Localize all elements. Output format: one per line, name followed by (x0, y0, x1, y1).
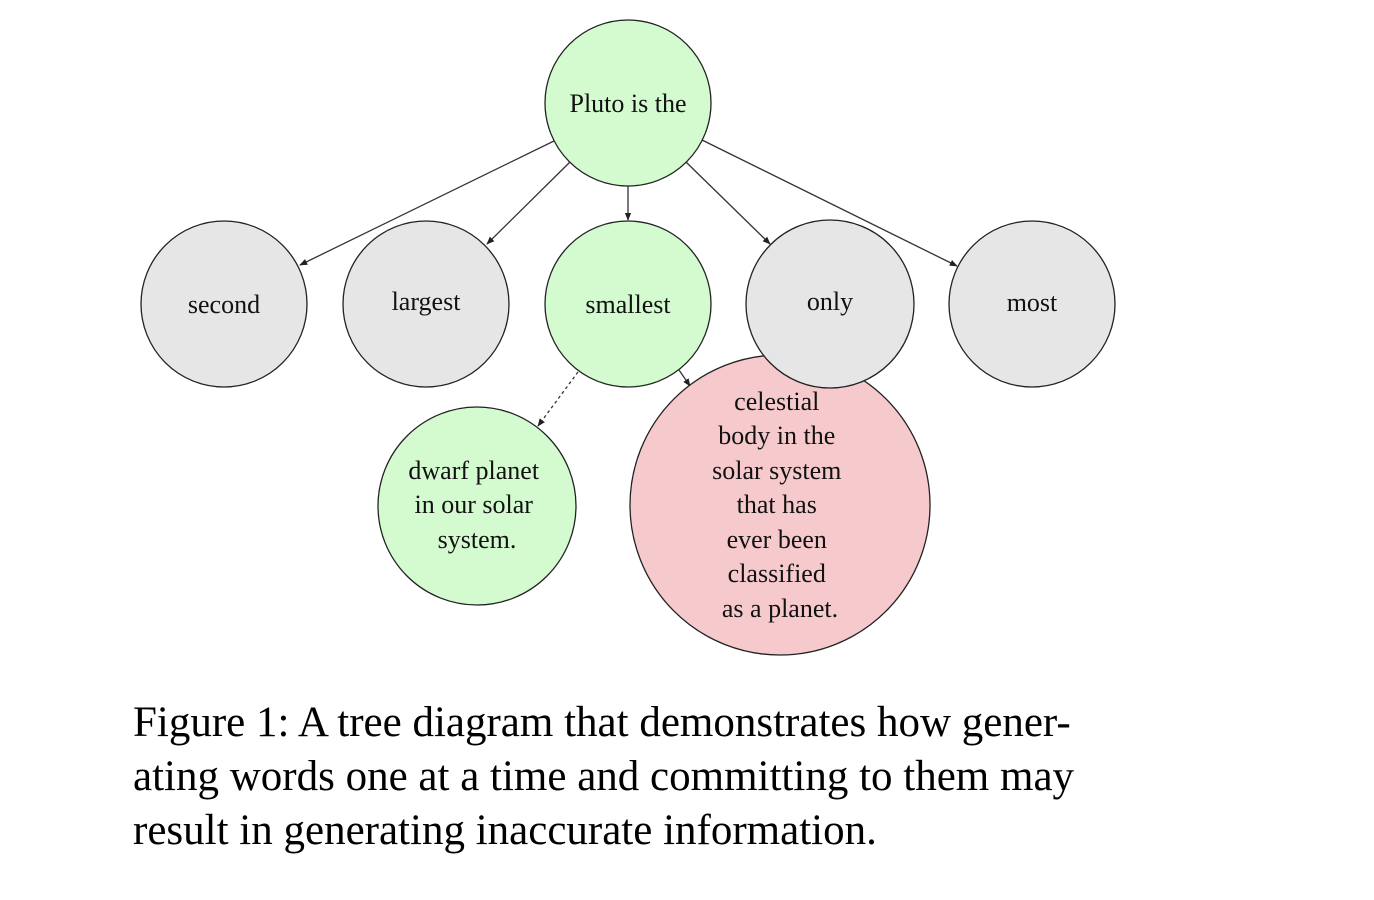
edges (299, 139, 958, 427)
node-second-circle (140, 220, 308, 388)
node-smallest-line: smallest (585, 290, 671, 319)
node-most-circle (948, 220, 1116, 388)
edge-root-most (701, 139, 958, 267)
node-celestial-line: that has (737, 490, 817, 519)
node-celestial-line: classified (728, 559, 826, 588)
node-largest-circle (342, 220, 510, 388)
node-root: Pluto is the (544, 19, 712, 187)
node-celestial-label: celestial body in the solar system that … (712, 387, 848, 623)
node-dwarf-circle (377, 406, 577, 606)
node-celestial-line: as a planet. (722, 594, 838, 623)
node-dwarf-line: dwarf planet (408, 456, 539, 485)
figure-caption: Figure 1: A tree diagram that demonstrat… (133, 696, 1143, 858)
node-only-label: only (807, 287, 853, 316)
edge-smallest-celestial (678, 369, 691, 387)
node-smallest-circle (544, 220, 712, 388)
node-second-line: second (188, 290, 260, 319)
node-only-circle (745, 219, 915, 389)
node-largest-line: largest (392, 287, 462, 316)
node-second: second (140, 220, 308, 388)
node-celestial-line: celestial (734, 387, 819, 416)
node-dwarf-label: dwarf planet in our solar system. (408, 456, 545, 554)
tree-diagram: Pluto is the second largest smallest mos… (140, 19, 1116, 656)
caption-line: Figure 1: A tree diagram that demonstrat… (133, 699, 1071, 746)
edge-root-largest (486, 161, 571, 245)
node-only: only (745, 219, 915, 389)
node-celestial-line: ever been (727, 525, 827, 554)
node-root-line: Pluto is the (569, 89, 686, 118)
node-dwarf-line: system. (438, 525, 517, 554)
node-root-circle (544, 19, 712, 187)
edge-smallest-dwarf (537, 371, 579, 427)
node-celestial-line: solar system (712, 456, 841, 485)
node-dwarf: dwarf planet in our solar system. (377, 406, 577, 606)
node-smallest-label: smallest (585, 290, 671, 319)
node-most-label: most (1007, 288, 1058, 317)
node-smallest: smallest (544, 220, 712, 388)
node-most-line: most (1007, 288, 1058, 317)
node-root-label: Pluto is the (569, 89, 686, 118)
node-second-label: second (188, 290, 260, 319)
node-celestial-line: body in the (718, 421, 835, 450)
node-only-line: only (807, 287, 853, 316)
node-most: most (948, 220, 1116, 388)
node-largest-label: largest (392, 287, 462, 316)
edge-root-only (685, 161, 771, 245)
caption-line: result in generating inaccurate informat… (133, 807, 877, 854)
edge-root-second (299, 139, 557, 266)
caption-line: ating words one at a time and committing… (133, 753, 1075, 800)
node-largest: largest (342, 220, 510, 388)
node-dwarf-line: in our solar (415, 490, 534, 519)
